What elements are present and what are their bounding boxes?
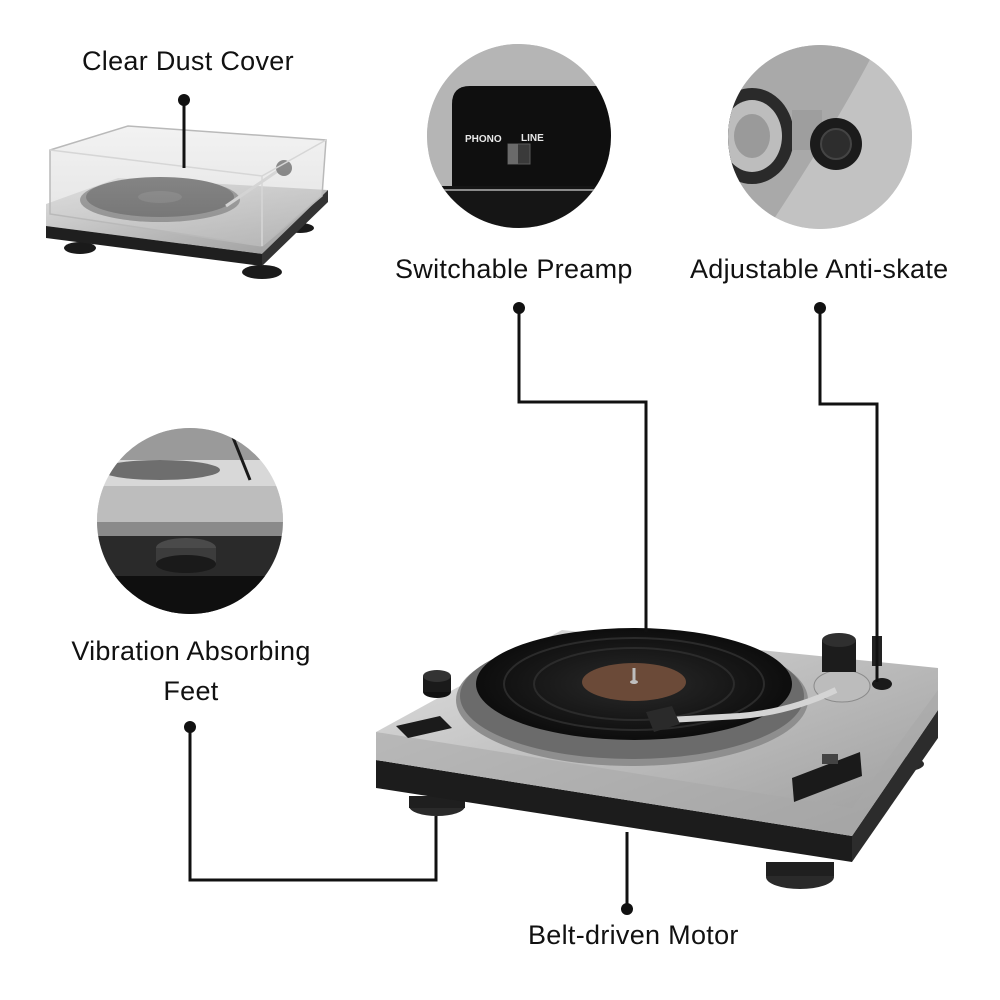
feet-dot — [184, 721, 196, 733]
main-turntable — [376, 628, 938, 889]
anti-skate-line — [818, 308, 879, 682]
feet-line — [188, 728, 438, 882]
dust-cover-dot — [178, 94, 190, 106]
anti-skate-dot — [814, 302, 826, 314]
feet-label: Vibration Absorbing Feet — [68, 631, 314, 711]
preamp-label: Switchable Preamp — [395, 254, 633, 284]
anti-skate-detail-circle — [728, 45, 912, 229]
preamp-dot — [513, 302, 525, 314]
dust-cover-turntable — [46, 125, 328, 279]
motor-label: Belt-driven Motor — [528, 920, 739, 950]
line-switch-label: LINE — [521, 133, 544, 144]
feet-detail-circle — [97, 428, 283, 614]
preamp-line — [517, 308, 648, 632]
preamp-detail-circle: PHONO LINE — [427, 44, 611, 228]
dust-cover-label: Clear Dust Cover — [82, 46, 294, 76]
callout-dots — [178, 94, 826, 915]
anti-skate-label: Adjustable Anti-skate — [690, 254, 949, 284]
phono-switch-label: PHONO — [465, 134, 502, 145]
feet-label-line1: Vibration Absorbing — [71, 636, 311, 666]
callout-lines — [182, 100, 879, 908]
feet-label-line2: Feet — [163, 676, 219, 706]
motor-dot — [621, 903, 633, 915]
